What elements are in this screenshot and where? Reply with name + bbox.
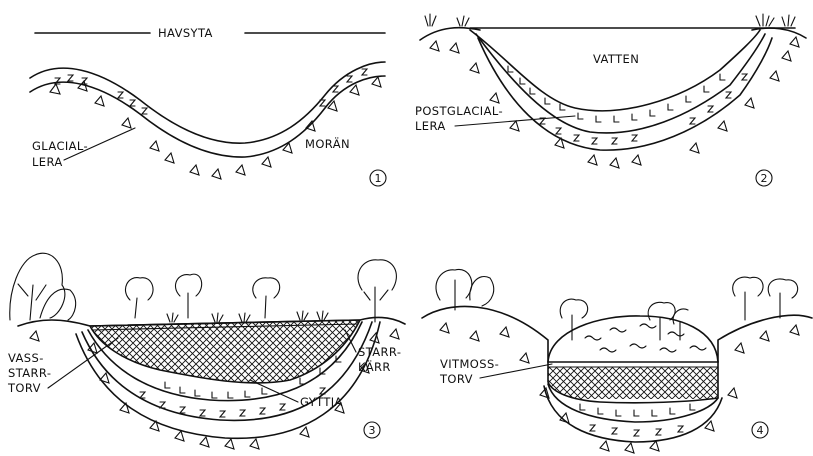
trees-left: [10, 253, 76, 320]
panel-2: VATTEN POSTGLACIAL- LERA 2: [415, 14, 806, 186]
glacial-z-symbols-2: [540, 74, 747, 144]
reed-sedge-peat-label-3: TORV: [7, 381, 41, 395]
sedge-tufts-3: [167, 311, 328, 322]
water-label: VATTEN: [593, 52, 639, 66]
panel-4: VITMOSS- TORV 4: [422, 269, 812, 453]
gyttja-label: GYTTJA: [300, 395, 343, 409]
glacial-clay-label-2: LERA: [32, 155, 63, 169]
panel-3-number: 3: [369, 424, 376, 437]
sphagnum-wave-symbols: [585, 324, 706, 352]
panel-4-number: 4: [757, 424, 764, 437]
vegetation-right: [756, 14, 795, 26]
reed-sedge-peat-leader: [48, 338, 118, 388]
glacial-clay-label-1: GLACIAL-: [32, 139, 88, 153]
z-symbols-4: [590, 425, 683, 436]
reed-sedge-peat-label-1: VASS-: [8, 351, 44, 365]
postglacial-clay-label-1: POSTGLACIAL-: [415, 104, 503, 118]
moraine-label: MORÄN: [305, 136, 350, 151]
vegetation-left: [425, 14, 469, 26]
panel-2-number: 2: [761, 172, 768, 185]
clay-top-line: [30, 62, 385, 143]
postglacial-clay-label-2: LERA: [415, 119, 446, 133]
trees-right-4: [733, 277, 798, 320]
moraine-triangles: [50, 77, 381, 179]
ground-surface-right-4: [718, 315, 812, 362]
panel-1-number: 1: [375, 172, 382, 185]
trees-middle: [125, 274, 279, 318]
ground-surface-left: [420, 28, 480, 40]
trees-right: [358, 260, 396, 322]
panel-1: HAVSYTA GLACIAL- LERA MORÄN 1: [30, 26, 386, 186]
trees-left-4: [436, 269, 494, 310]
sedge-fen-label-1: STARR-: [358, 345, 401, 359]
l-symbols-4: [580, 404, 695, 416]
panel-3: VASS- STARR- TORV STARR- KÄRR GYTTJA 3: [7, 253, 405, 449]
bog-dome: [548, 316, 718, 362]
sedge-fen-label-2: KÄRR: [358, 359, 391, 374]
postglacial-l-symbols: [508, 66, 725, 122]
sphagnum-peat-label-1: VITMOSS-: [440, 357, 499, 371]
postglacial-clay-bottom: [476, 34, 765, 133]
reed-sedge-peat-label-2: STARR-: [8, 366, 51, 380]
sea-surface-label: HAVSYTA: [158, 26, 213, 40]
peat-hatch-fill-4: [548, 367, 718, 399]
ground-surface-left-4: [422, 306, 548, 362]
sphagnum-peat-label-2: TORV: [439, 372, 473, 386]
